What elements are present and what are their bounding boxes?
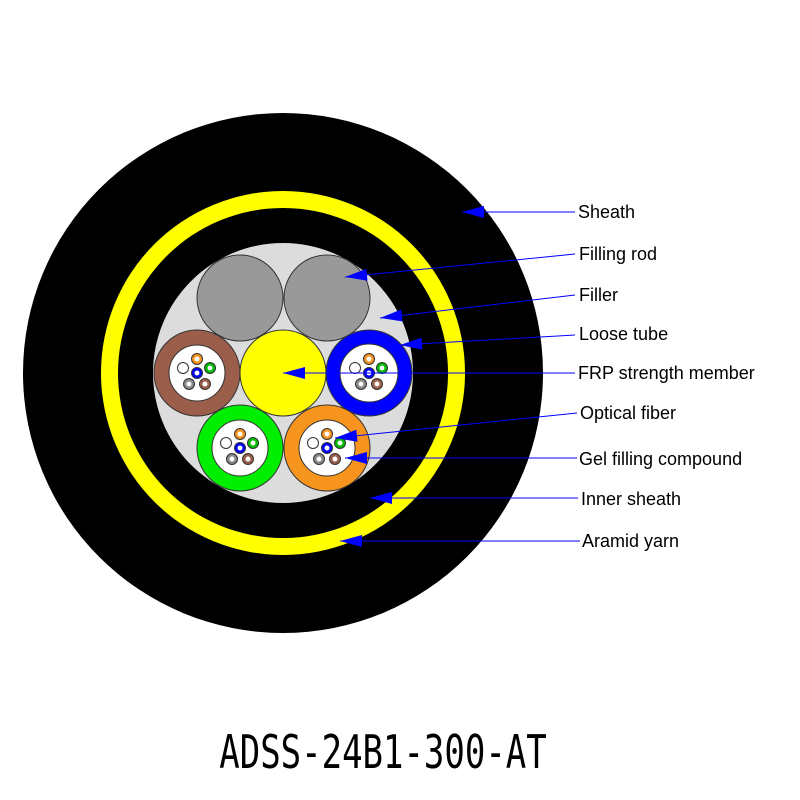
arrowhead-icon — [345, 452, 367, 464]
optical-fiber-core — [186, 381, 192, 387]
optical-fiber-core — [324, 445, 330, 451]
arrowhead-icon — [335, 429, 358, 442]
optical-fiber-core — [366, 356, 372, 362]
filling-rod — [196, 254, 284, 342]
optical-fiber-core — [379, 365, 385, 371]
optical-fiber-core — [202, 381, 208, 387]
arrowhead-icon — [283, 367, 305, 379]
optical-fiber-core — [223, 440, 229, 446]
optical-fiber-core — [194, 370, 200, 376]
label-aramid: Aramid yarn — [582, 531, 679, 551]
optical-fiber-core — [207, 365, 213, 371]
arrowhead-icon — [370, 492, 392, 504]
leader-line — [399, 334, 576, 346]
optical-fiber-core — [374, 381, 380, 387]
optical-fiber-core — [245, 456, 251, 462]
leader-line — [379, 294, 576, 319]
optical-fiber-core — [316, 456, 322, 462]
label-filling-rod: Filling rod — [579, 244, 657, 264]
optical-fiber-core — [337, 440, 343, 446]
leader-line — [344, 253, 576, 278]
arrowhead-icon — [380, 309, 403, 322]
label-filler: Filler — [579, 285, 618, 305]
optical-fiber-core — [332, 456, 338, 462]
label-gel: Gel filling compound — [579, 449, 742, 469]
arrowhead-icon — [345, 268, 368, 281]
label-inner-sheath: Inner sheath — [581, 489, 681, 509]
label-loose-tube: Loose tube — [579, 324, 668, 344]
arrowhead-icon — [340, 535, 362, 547]
filling-rod — [283, 254, 371, 342]
label-frp: FRP strength member — [578, 363, 755, 383]
optical-fiber-core — [194, 356, 200, 362]
optical-fiber-core — [250, 440, 256, 446]
optical-fiber-core — [180, 365, 186, 371]
optical-fiber-core — [324, 431, 330, 437]
optical-fiber-core — [310, 440, 316, 446]
label-optical-fiber: Optical fiber — [580, 403, 676, 423]
cable-model-title: ADSS-24B1-300-AT — [219, 725, 546, 780]
optical-fiber-core — [237, 445, 243, 451]
leader-line — [334, 412, 578, 439]
label-sheath: Sheath — [578, 202, 635, 222]
optical-fiber-core — [237, 431, 243, 437]
optical-fiber-core — [229, 456, 235, 462]
arrowhead-icon — [462, 206, 484, 218]
optical-fiber-core — [352, 365, 358, 371]
arrowhead-icon — [400, 337, 423, 350]
optical-fiber-core — [358, 381, 364, 387]
